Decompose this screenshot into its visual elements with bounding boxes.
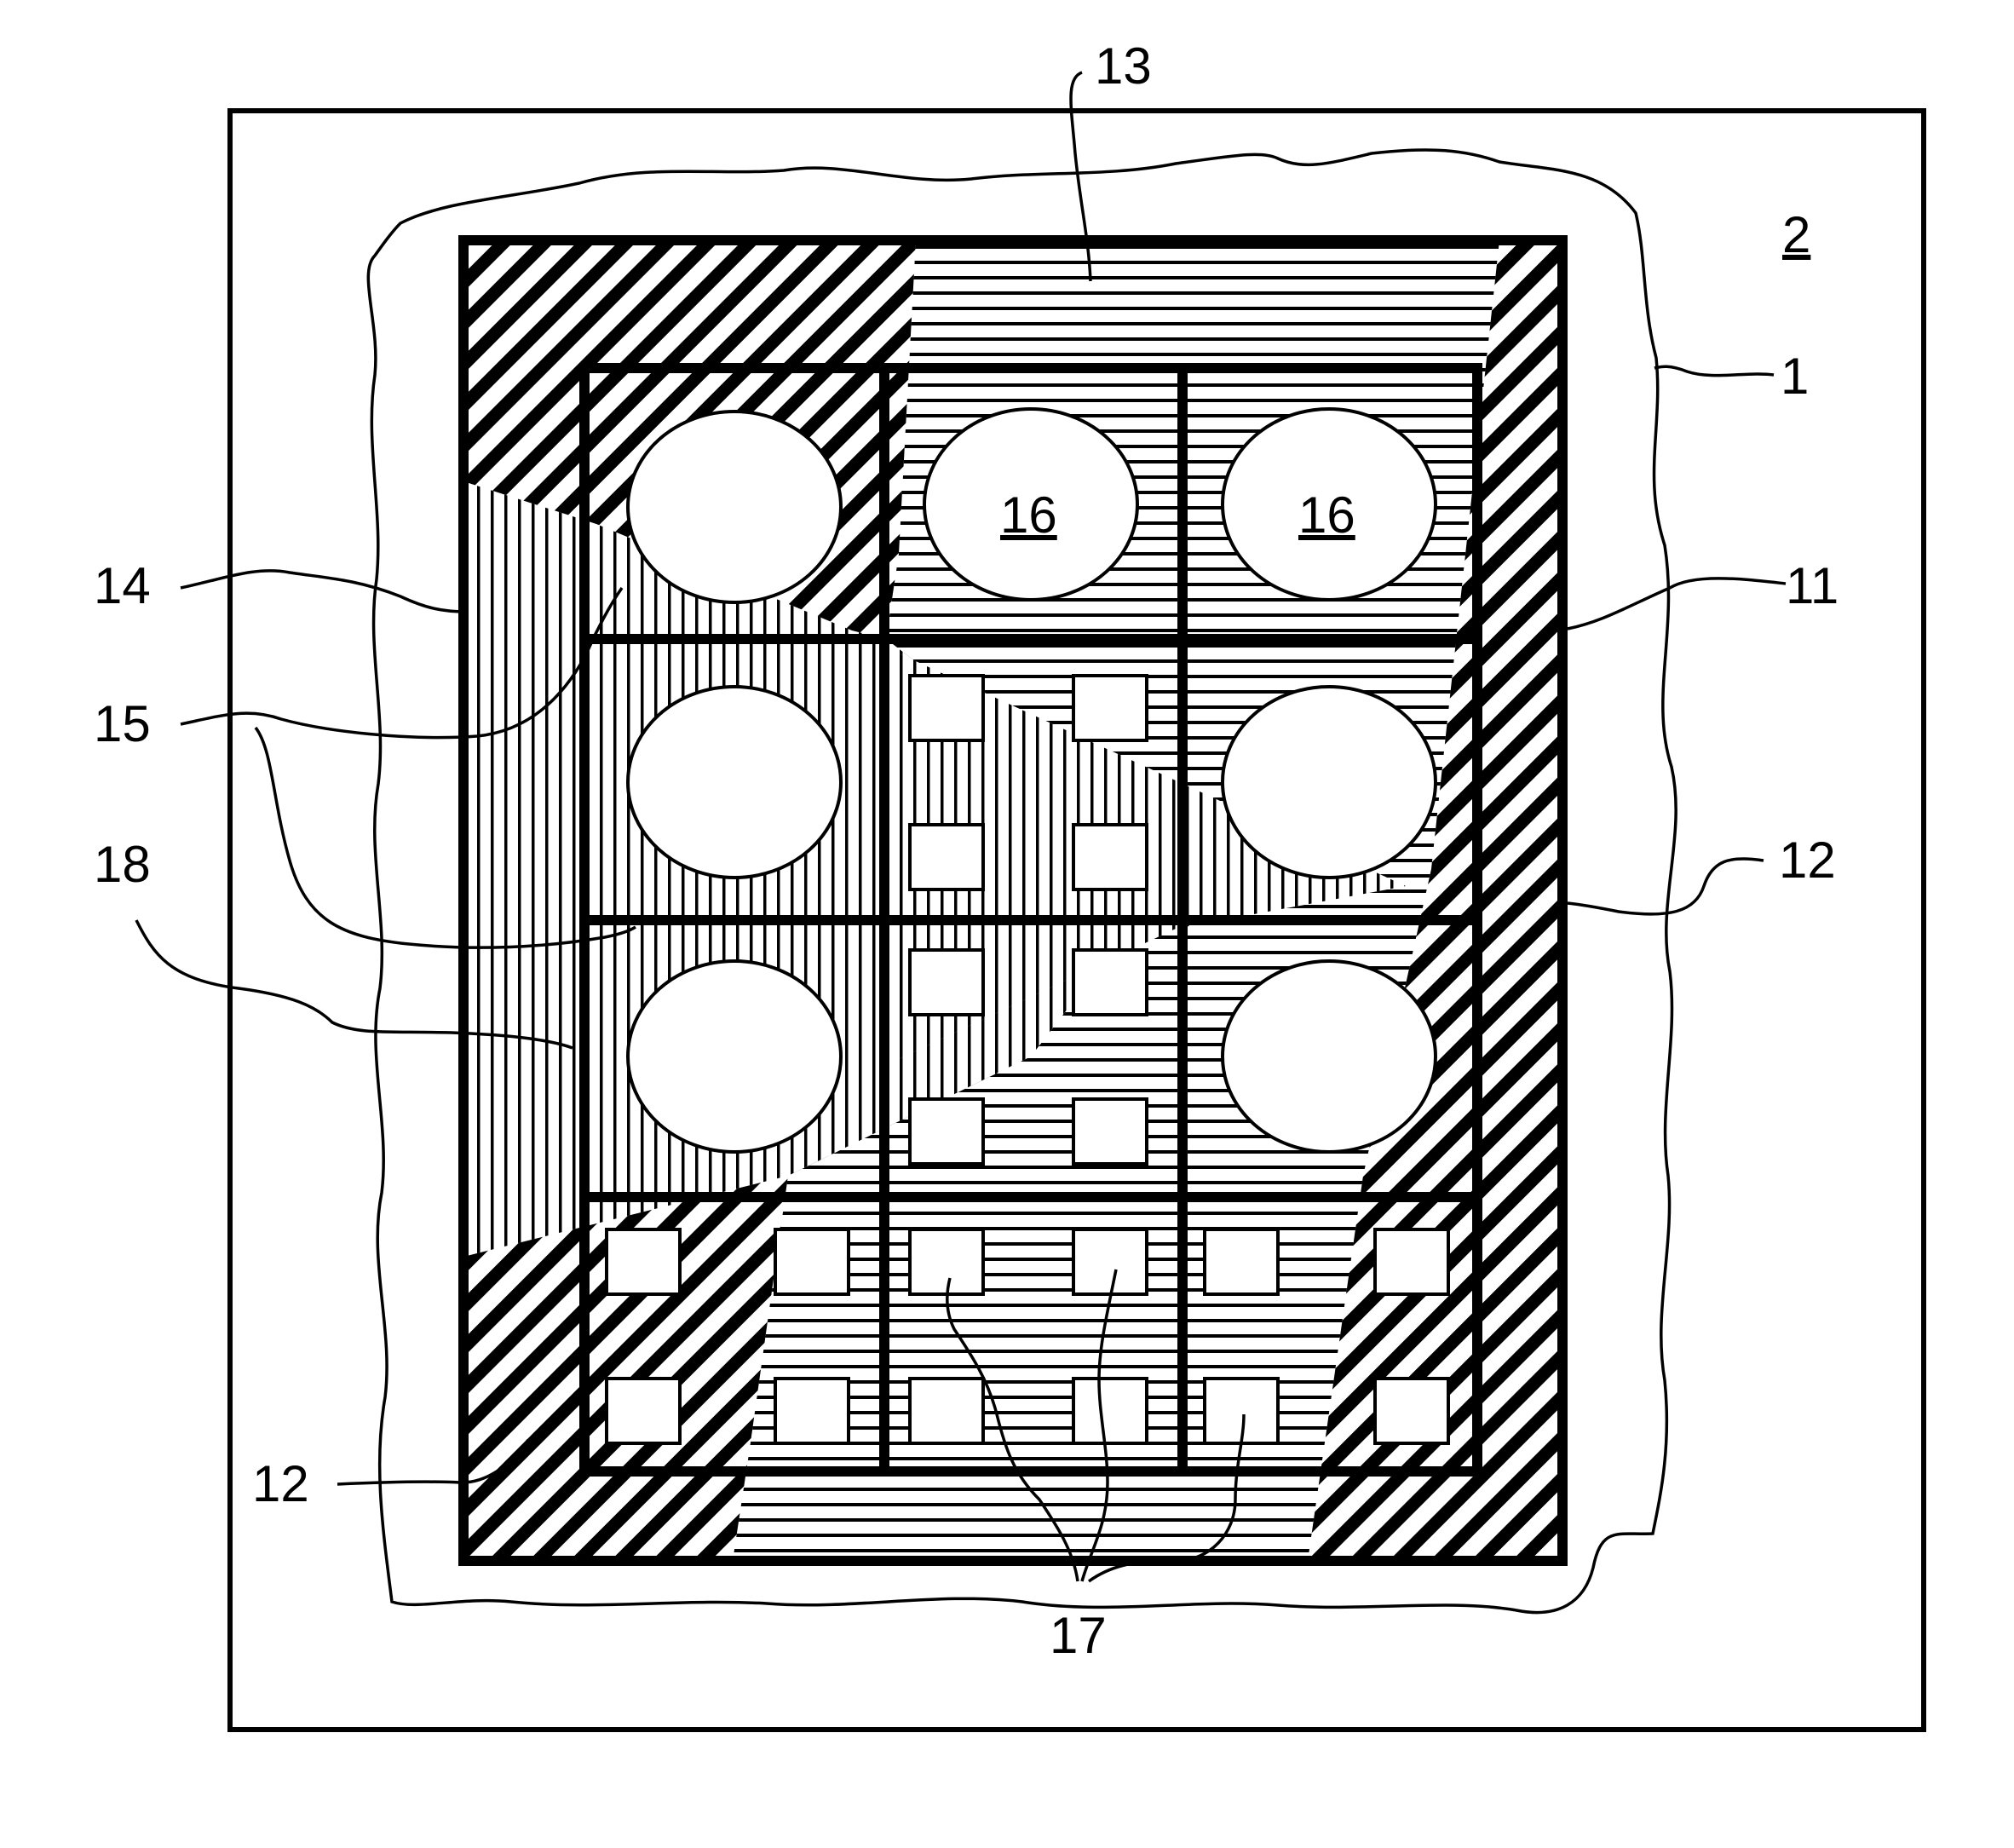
label-2: 2 [1782, 206, 1810, 263]
square-pad [910, 1379, 983, 1443]
square-pad [1205, 1229, 1278, 1294]
label-11: 11 [1786, 557, 1838, 614]
circle-element [1223, 687, 1436, 878]
square-pad [910, 1099, 983, 1164]
square-pad [1073, 1379, 1147, 1443]
label-13: 13 [1095, 37, 1152, 95]
label-15: 15 [94, 695, 151, 752]
square-pad [775, 1379, 849, 1443]
circle-element [628, 412, 841, 602]
square-pad [775, 1229, 849, 1294]
square-pad [607, 1379, 680, 1443]
square-pad [1073, 676, 1147, 740]
square-pad [1073, 825, 1147, 889]
square-pad [1073, 950, 1147, 1015]
label-18: 18 [94, 836, 151, 893]
square-pad [910, 1229, 983, 1294]
label-14: 14 [94, 557, 151, 614]
circle-element [628, 961, 841, 1152]
label-16-b: 16 [1298, 486, 1355, 544]
square-pad [910, 676, 983, 740]
square-pad [910, 825, 983, 889]
square-pad [1375, 1379, 1448, 1443]
circle-element [628, 687, 841, 878]
square-pad [1073, 1229, 1147, 1294]
label-16-a: 16 [1000, 486, 1057, 544]
square-pad [1073, 1099, 1147, 1164]
circle-element [1223, 961, 1436, 1152]
label-17: 17 [1050, 1607, 1107, 1664]
square-pad [607, 1229, 680, 1294]
square-pad [910, 950, 983, 1015]
label-12-right: 12 [1779, 832, 1836, 889]
label-12-left: 12 [252, 1455, 309, 1512]
label-1: 1 [1781, 348, 1809, 405]
square-pad [1375, 1229, 1448, 1294]
